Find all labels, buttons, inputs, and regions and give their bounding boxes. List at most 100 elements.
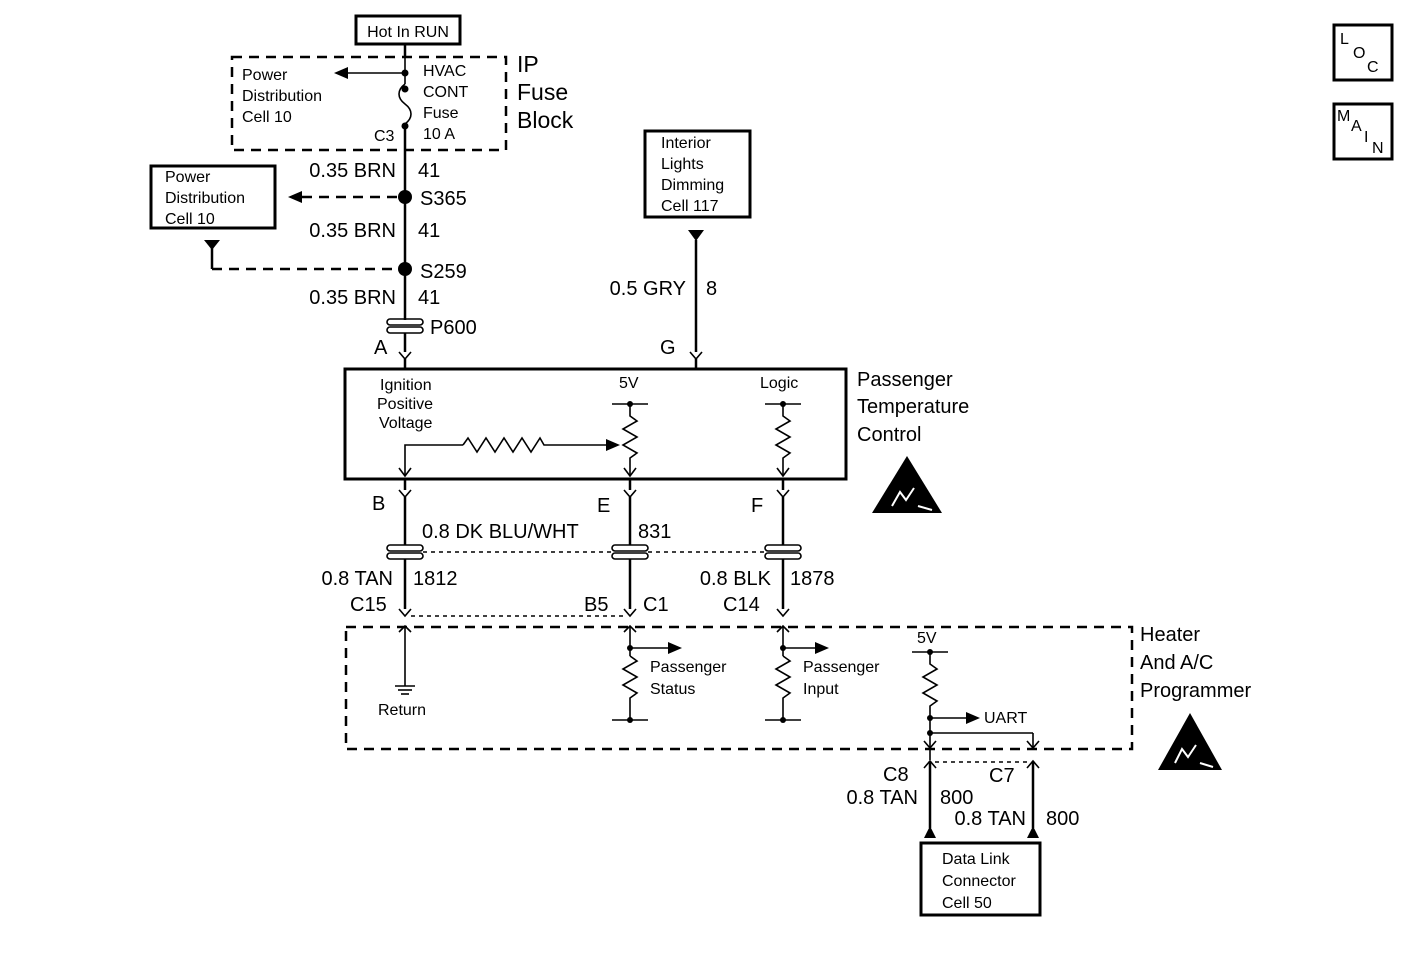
loc-letter-c: C — [1367, 59, 1379, 76]
wire-tan-c8-circuit: 800 — [940, 787, 973, 809]
ptc-pin-a: A — [374, 337, 388, 359]
wire-brn-1-circuit: 41 — [418, 160, 440, 182]
wire-brn-1-label: 0.35 BRN — [309, 160, 396, 182]
resistor-icon — [774, 404, 792, 476]
resistor-icon — [462, 436, 606, 454]
arrow-down-icon — [204, 240, 220, 250]
fuse-block-pd-line-2: Distribution — [242, 88, 322, 105]
fuse-block-title-2: Fuse — [517, 79, 568, 105]
loc-letter-o: O — [1353, 45, 1365, 62]
fuse-icon — [398, 83, 412, 125]
prog-pin-c8: C8 — [883, 764, 909, 786]
ptc-pin-e: E — [597, 495, 610, 517]
pd-cell10-line-3: Cell 10 — [165, 211, 215, 228]
wire-blk-label: 0.8 BLK — [700, 568, 772, 590]
ptc-title-3: Control — [857, 424, 921, 446]
wire-brn-3-label: 0.35 BRN — [309, 287, 396, 309]
fuse-line-4: 10 A — [423, 126, 455, 143]
fuse-line-1: HVAC — [423, 63, 466, 80]
ptc-title-1: Passenger — [857, 369, 953, 391]
programmer-return-label: Return — [378, 702, 426, 719]
main-letter-i: I — [1364, 129, 1368, 146]
arrow-down-icon — [688, 230, 704, 241]
main-letter-m: M — [1337, 108, 1350, 125]
p600-connector: P600 — [386, 317, 477, 339]
wire-dkblu-circuit: 831 — [638, 521, 671, 543]
ptc-pin-b: B — [372, 493, 385, 515]
wire-blk-circuit: 1878 — [790, 568, 835, 590]
splice-s259: S259 — [420, 261, 467, 283]
loc-letter-l: L — [1340, 31, 1349, 48]
fuse-line-3: Fuse — [423, 105, 459, 122]
interior-lights-line-2: Lights — [661, 156, 704, 173]
wire-gry-label: 0.5 GRY — [610, 278, 686, 300]
main-letter-n: N — [1372, 140, 1384, 157]
splice-s259-dot — [398, 262, 412, 276]
wire-brn-2-label: 0.35 BRN — [309, 220, 396, 242]
splice-s365: S365 — [420, 188, 467, 210]
main-letter-a: A — [1351, 118, 1362, 135]
pd-cell10-line-2: Distribution — [165, 190, 245, 207]
programmer-5v-label: 5V — [917, 630, 937, 647]
programmer-input-line-1: Passenger — [803, 659, 880, 676]
heater-ac-programmer: Heater And A/C Programmer Return Passeng… — [344, 624, 1251, 751]
p600-label: P600 — [430, 317, 477, 339]
resistor-icon — [774, 655, 792, 720]
pd-cell10-box: Power Distribution Cell 10 — [149, 164, 277, 230]
programmer-uart-label: UART — [984, 710, 1027, 727]
ip-fuse-block: Power Distribution Cell 10 HVAC CONT Fus… — [230, 51, 574, 152]
fuse-block-title-1: IP — [517, 51, 539, 77]
resistor-icon — [621, 655, 639, 720]
programmer-status-line-1: Passenger — [650, 659, 727, 676]
prog-pin-c15: C15 — [350, 594, 387, 616]
esd-warning-icon — [872, 456, 942, 513]
ptc-logic-label: Logic — [760, 375, 798, 392]
data-link-connector-box: Data Link Connector Cell 50 — [919, 841, 1042, 917]
arrow-left-icon — [334, 67, 348, 79]
prog-pin-c14: C14 — [723, 594, 760, 616]
ptc-title-2: Temperature — [857, 396, 969, 418]
loc-button[interactable]: L O C — [1332, 23, 1394, 82]
wire-dkblu-label: 0.8 DK BLU/WHT — [422, 521, 579, 543]
prog-pin-c7: C7 — [989, 765, 1015, 787]
wire-tan-c7-circuit: 800 — [1046, 808, 1079, 830]
interior-lights-box: Interior Lights Dimming Cell 117 — [643, 129, 752, 219]
data-link-line-1: Data Link — [942, 851, 1011, 868]
programmer-title-2: And A/C — [1140, 652, 1213, 674]
ptc-5v-label: 5V — [619, 375, 639, 392]
ptc-ignition-line-1: Ignition — [380, 377, 432, 394]
main-button[interactable]: M A I N — [1332, 102, 1394, 161]
resistor-icon — [921, 652, 939, 760]
fuse-block-title-3: Block — [517, 107, 574, 133]
fuse-line-2: CONT — [423, 84, 469, 101]
wire-tan-c8-label: 0.8 TAN — [846, 787, 918, 809]
esd-warning-icon — [1158, 713, 1222, 770]
prog-pin-b5: B5 — [584, 594, 608, 616]
ptc-pin-g: G — [660, 337, 676, 359]
arrow-left-icon — [288, 191, 302, 203]
wire-tan-c7-label: 0.8 TAN — [954, 808, 1026, 830]
hot-in-run-box: Hot In RUN — [354, 14, 462, 46]
splice-s365-dot — [398, 190, 412, 204]
ptc-ignition-line-3: Voltage — [379, 415, 432, 432]
programmer-title-1: Heater — [1140, 624, 1200, 646]
wire-brn-2-circuit: 41 — [418, 220, 440, 242]
ptc-pin-f: F — [751, 495, 763, 517]
programmer-title-3: Programmer — [1140, 680, 1251, 702]
interior-lights-line-1: Interior — [661, 135, 711, 152]
data-link-line-3: Cell 50 — [942, 895, 992, 912]
potentiometer-icon — [621, 404, 639, 476]
fuse-connector-c3: C3 — [374, 128, 395, 145]
data-link-line-2: Connector — [942, 873, 1016, 890]
programmer-input-line-2: Input — [803, 681, 839, 698]
interior-lights-line-3: Dimming — [661, 177, 724, 194]
pd-cell10-line-1: Power — [165, 169, 211, 186]
wire-tan-return-circuit: 1812 — [413, 568, 458, 590]
wire-gry-circuit: 8 — [706, 278, 717, 300]
ground-icon — [395, 685, 415, 695]
prog-pin-c1: C1 — [643, 594, 669, 616]
ptc-ignition-line-2: Positive — [377, 396, 433, 413]
fuse-block-pd-line-1: Power — [242, 67, 288, 84]
wire-brn-3-circuit: 41 — [418, 287, 440, 309]
